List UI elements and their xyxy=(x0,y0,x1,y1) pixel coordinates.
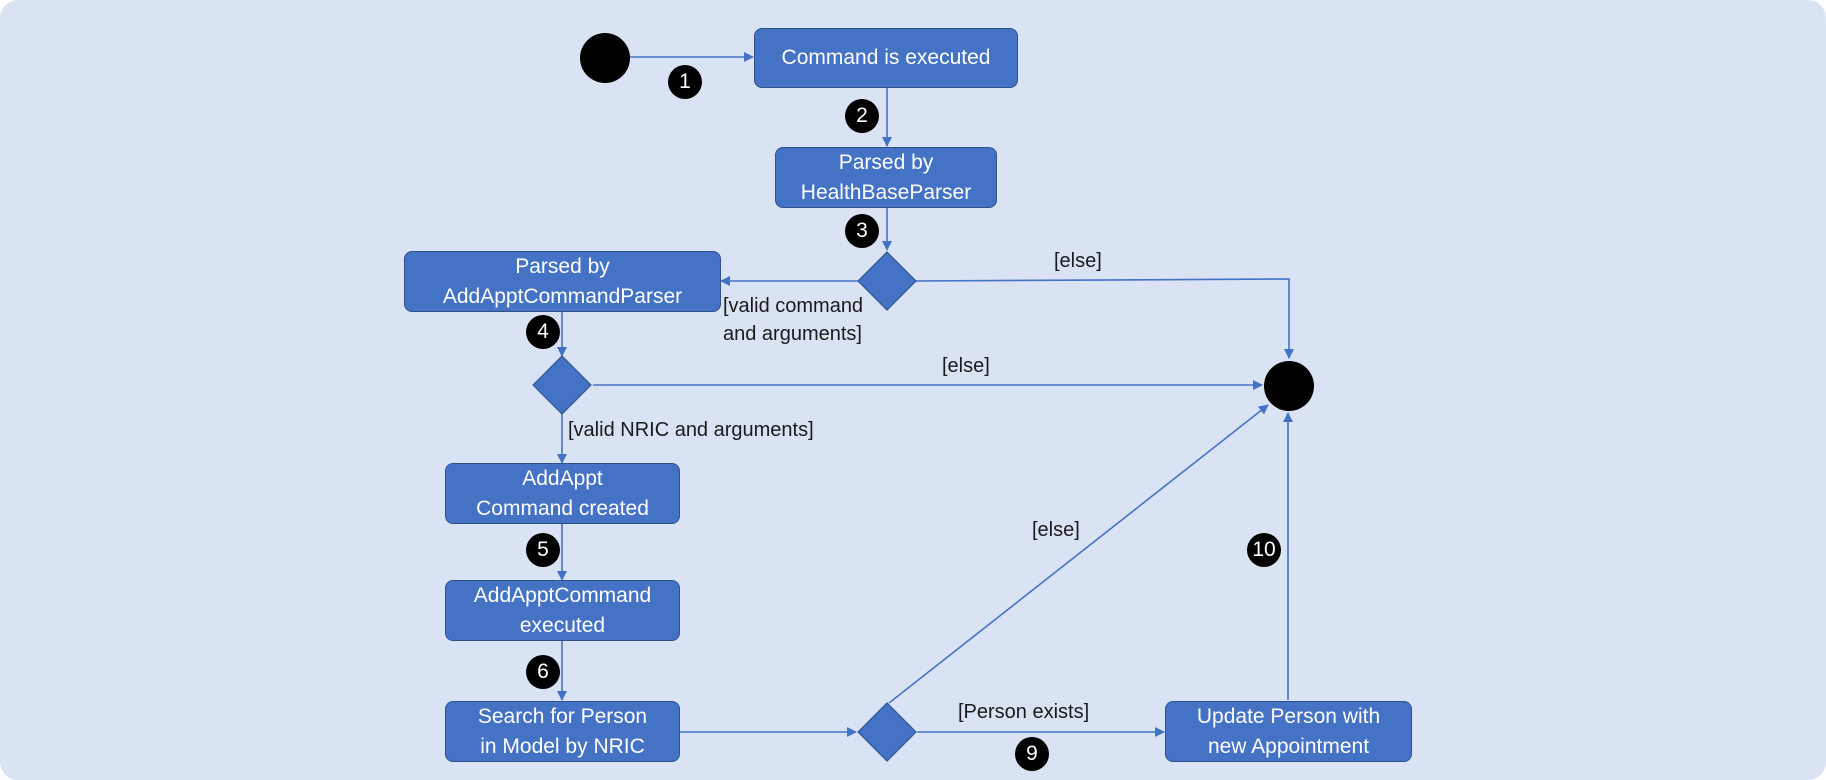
node-update-person: Update Person with new Appointment xyxy=(1165,701,1412,762)
final-node xyxy=(1264,361,1314,411)
step-badge-2: 2 xyxy=(845,99,879,133)
guard-line: and arguments] xyxy=(723,323,862,345)
step-badge-5: 5 xyxy=(526,533,560,567)
node-line: in Model by NRIC xyxy=(480,734,645,758)
node-line: AddAppt xyxy=(522,466,603,490)
edge-decision3-else xyxy=(888,404,1269,704)
node-line: Parsed by xyxy=(515,254,610,278)
node-line: Parsed by xyxy=(838,150,934,174)
node-parsed-addappt-command-parser: Parsed by AddApptCommandParser xyxy=(404,251,721,312)
edge-decision1-else xyxy=(911,278,1294,359)
guard-valid-nric: [valid NRIC and arguments] xyxy=(568,419,814,441)
guard-else-diagonal: [else] xyxy=(1032,519,1080,541)
node-line: Search for Person xyxy=(477,704,648,728)
guard-else-top: [else] xyxy=(1054,250,1102,272)
step-badge-9: 9 xyxy=(1015,737,1049,771)
guard-line: [valid command xyxy=(723,295,864,317)
node-line: new Appointment xyxy=(1207,734,1370,758)
guard-valid-command: [valid command and arguments] xyxy=(723,292,863,348)
step-badge-3: 3 xyxy=(845,214,879,248)
node-line: executed xyxy=(519,613,606,637)
node-addappt-command-executed: AddApptCommand executed xyxy=(445,580,680,641)
node-line: Command is executed xyxy=(781,46,991,69)
step-badge-10: 10 xyxy=(1247,533,1281,567)
node-parsed-health-base-parser: Parsed by HealthBaseParser xyxy=(775,147,997,208)
guard-else-middle: [else] xyxy=(942,355,990,377)
guard-person-exists: [Person exists] xyxy=(958,701,1090,723)
node-line: Update Person with xyxy=(1196,704,1381,728)
node-search-for-person: Search for Person in Model by NRIC xyxy=(445,701,680,762)
node-command-executed: Command is executed xyxy=(754,28,1018,88)
step-badge-4: 4 xyxy=(526,315,560,349)
node-line: Command created xyxy=(476,496,649,520)
node-addappt-command-created: AddAppt Command created xyxy=(445,463,680,524)
node-line: AddApptCommandParser xyxy=(442,284,683,308)
node-line: AddApptCommand xyxy=(473,583,652,607)
step-badge-1: 1 xyxy=(668,65,702,99)
step-badge-6: 6 xyxy=(526,655,560,689)
node-line: HealthBaseParser xyxy=(800,180,972,204)
initial-node xyxy=(580,33,630,83)
